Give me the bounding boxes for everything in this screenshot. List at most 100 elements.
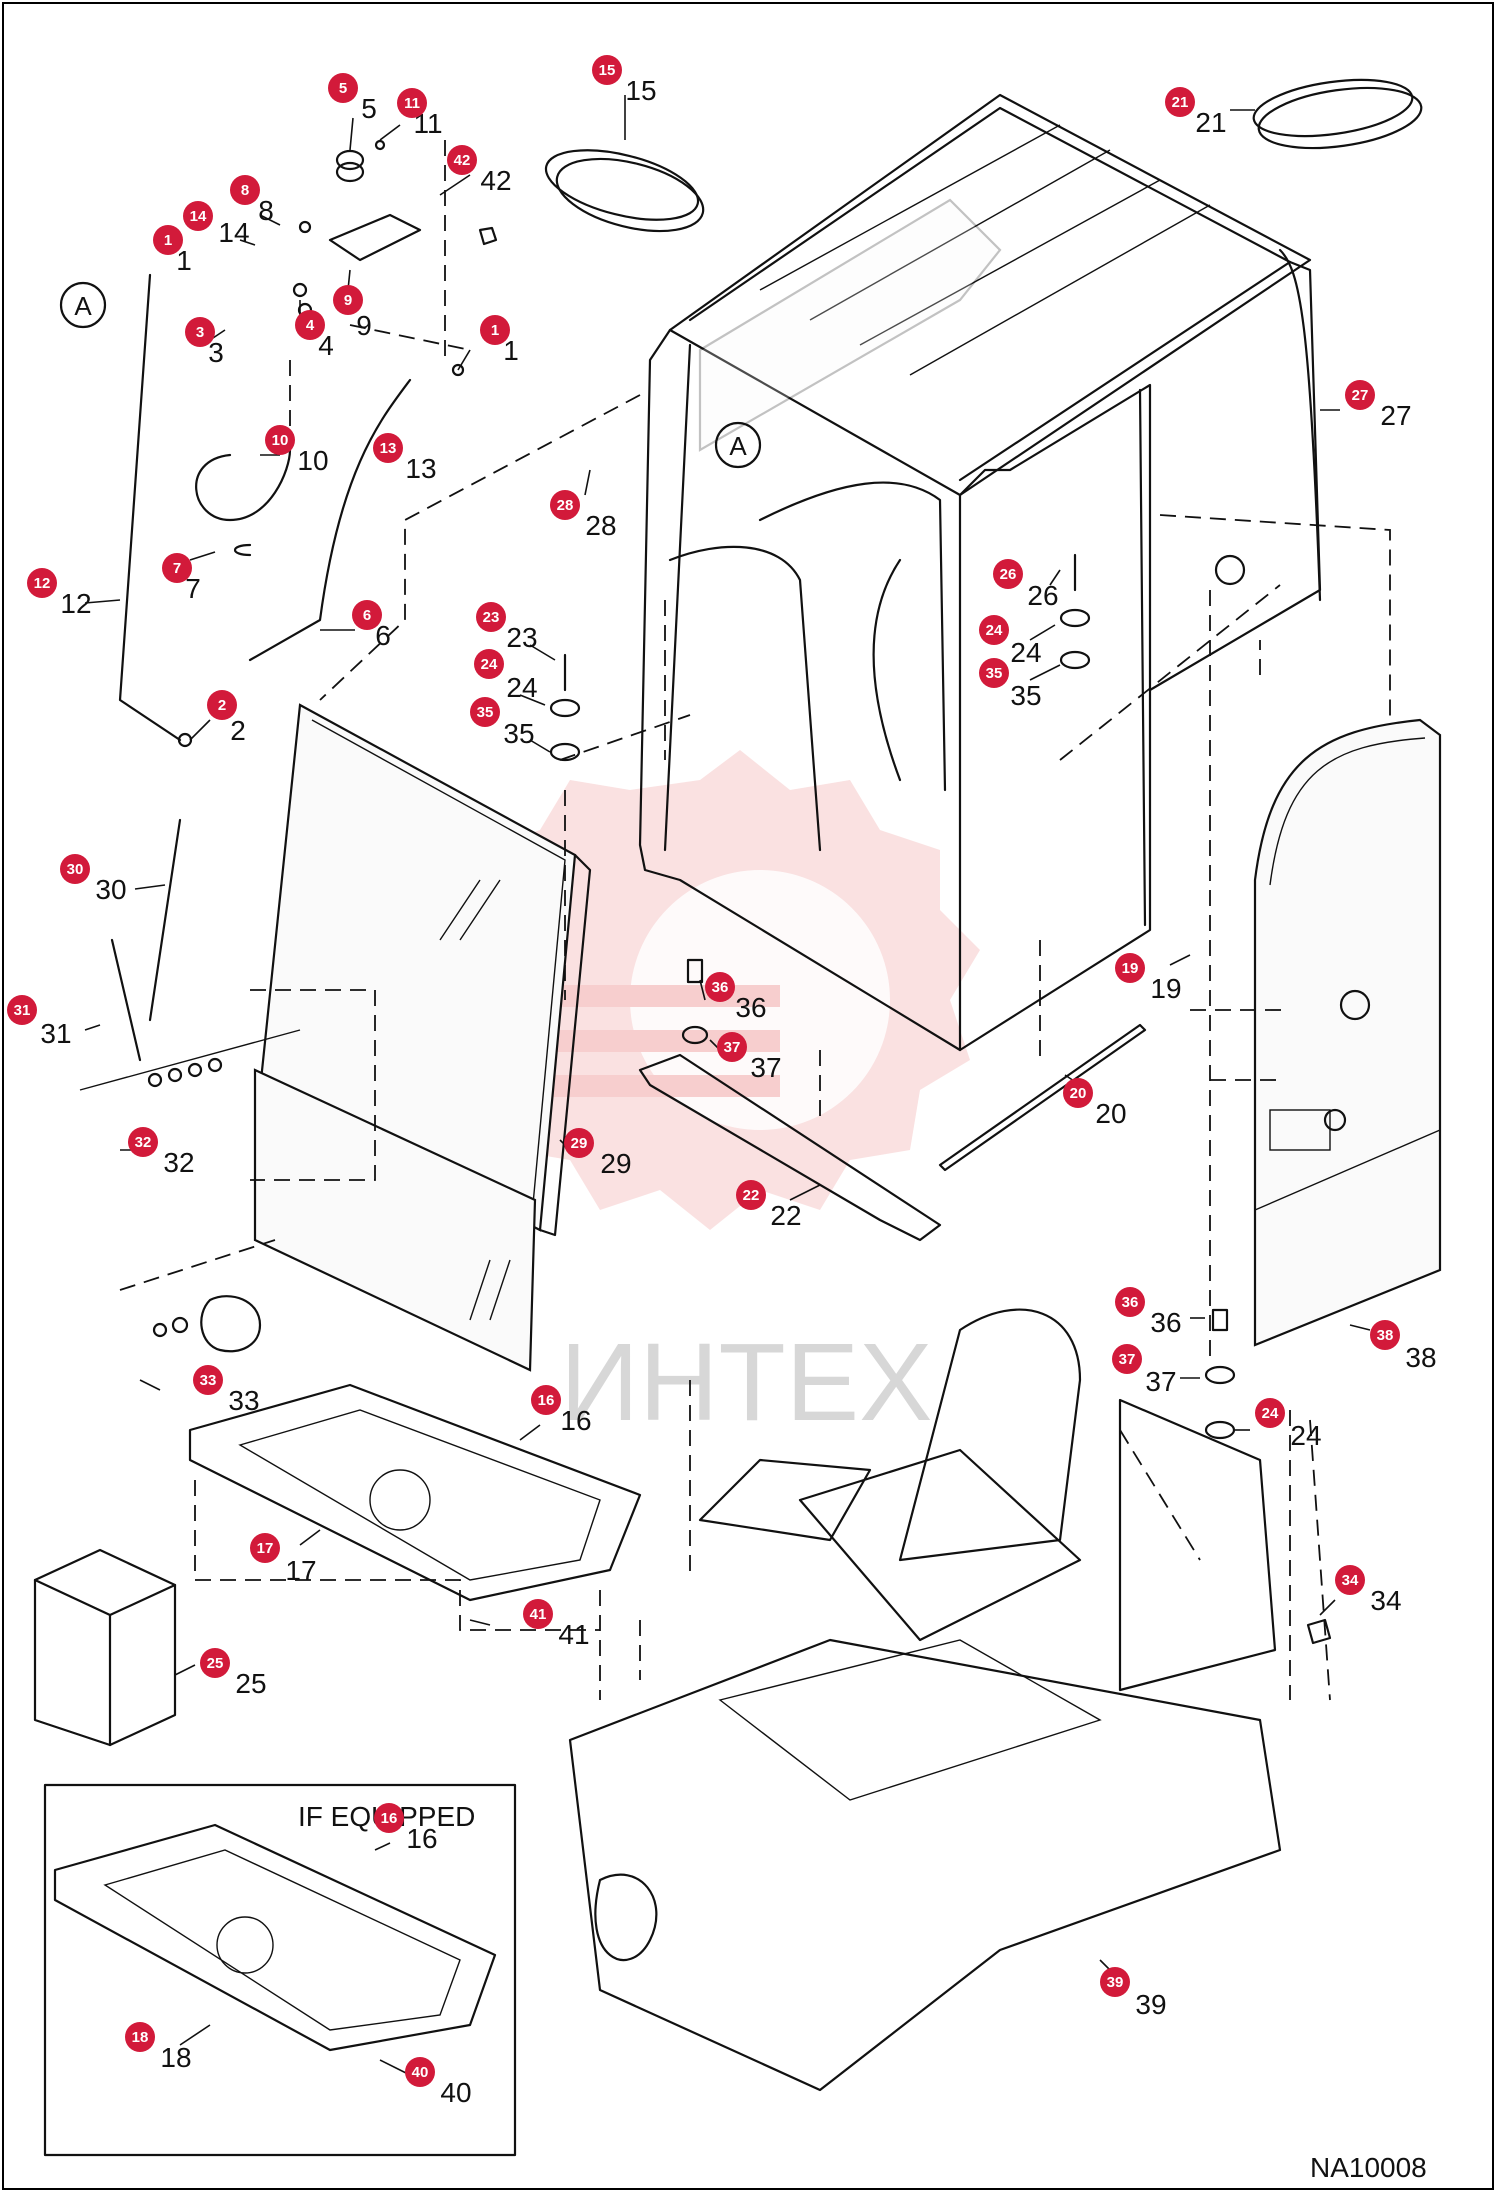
part-number-label: 36 [735, 992, 766, 1023]
callout-badge-number: 1 [491, 322, 499, 339]
part-number-label: 9 [356, 310, 372, 341]
callout-2: 22 [189, 690, 246, 746]
part-number-label: 24 [506, 672, 537, 703]
leader-line [439, 174, 471, 196]
leader-line [379, 2059, 411, 2076]
part-number-label: 15 [625, 75, 656, 106]
leader-line [699, 979, 706, 1001]
callout-badge-number: 35 [477, 704, 494, 721]
leader-line [1349, 1324, 1371, 1331]
callout-badge-number: 3 [196, 324, 204, 341]
part-number-label: 1 [176, 245, 192, 276]
leader-line [239, 239, 256, 246]
part-number-label: 23 [506, 622, 537, 653]
leader-line [469, 1619, 491, 1626]
part-number-label: 19 [1150, 973, 1181, 1004]
mount-36-37 [681, 958, 1236, 1440]
callout-badge [1112, 1344, 1142, 1374]
callout-35: 35 35 [470, 697, 551, 753]
cab-frame [638, 93, 1322, 1052]
callout-badge-number: 13 [380, 440, 397, 457]
callout-badge-number: 32 [135, 1134, 152, 1151]
part-number-label: 24 [1290, 1420, 1321, 1451]
part-number-label: 17 [285, 1555, 316, 1586]
callout-badge [295, 310, 325, 340]
callout-badge [705, 972, 735, 1002]
callout-badge [531, 1385, 561, 1415]
callout-badge-number: 39 [1107, 1974, 1124, 1991]
mount-23-24-35 [549, 553, 1091, 762]
callout-6: 66 [320, 600, 391, 651]
part-number-label: 26 [1027, 580, 1058, 611]
leader-line [584, 469, 591, 496]
callout-badge [474, 649, 504, 679]
callout-32: 32 32 [120, 1127, 195, 1178]
lower-windshield [253, 1068, 537, 1372]
callout-badge [328, 73, 358, 103]
callout-badge-number: 24 [481, 656, 498, 673]
part-number-label: 6 [375, 620, 391, 651]
svg-text:A: A [74, 291, 92, 321]
part-number-label: 24 [1010, 637, 1041, 668]
callout-badge-number: 25 [207, 1655, 224, 1672]
leader-line [84, 1024, 101, 1031]
leader-line [174, 1664, 196, 1676]
callout-badge-number: 8 [241, 182, 249, 199]
callout-badge [397, 88, 427, 118]
part-number-label: 41 [558, 1619, 589, 1650]
callout-badge-number: 34 [1342, 1572, 1359, 1589]
part-number-label: 27 [1380, 400, 1411, 431]
part-number-label: 35 [1010, 680, 1041, 711]
part-number-label: 14 [218, 217, 249, 248]
leader-line [189, 719, 211, 741]
callout-badge-number: 15 [599, 62, 616, 79]
leader-line [299, 1529, 321, 1546]
callout-badge-number: 27 [1352, 387, 1369, 404]
callout-badge [564, 1128, 594, 1158]
leader-line [1029, 624, 1056, 641]
part-number-label: 35 [503, 718, 534, 749]
callout-badge-number: 33 [200, 1372, 217, 1389]
callout-badge [153, 225, 183, 255]
callout-badge-number: 20 [1070, 1085, 1087, 1102]
callout-badge-number: 2 [218, 697, 226, 714]
callout-badge [480, 315, 510, 345]
callout-badge-number: 38 [1377, 1327, 1394, 1344]
callout-badge [207, 690, 237, 720]
callout-badge-number: 14 [190, 208, 207, 225]
part-number-label: 4 [318, 330, 334, 361]
callout-badge-number: 4 [306, 317, 315, 334]
callout-14: 14 14 [183, 201, 256, 248]
leader-line [139, 1379, 161, 1391]
floor-mat-17 [188, 1383, 642, 1602]
part-number-label: 32 [163, 1147, 194, 1178]
callout-badge [523, 1599, 553, 1629]
callout-badge-number: 18 [132, 2029, 149, 2046]
callout-1: 11 [153, 225, 192, 276]
leader-line [374, 1842, 391, 1851]
callout-badge-number: 19 [1122, 960, 1139, 977]
callout-badge [183, 201, 213, 231]
part-number-label: 33 [228, 1385, 259, 1416]
callout-badge [265, 425, 295, 455]
callout-badge [1370, 1320, 1400, 1350]
callout-badge [405, 2057, 435, 2087]
callout-badge [993, 559, 1023, 589]
callout-badge-number: 6 [363, 607, 371, 624]
inset-box [43, 1783, 517, 2157]
